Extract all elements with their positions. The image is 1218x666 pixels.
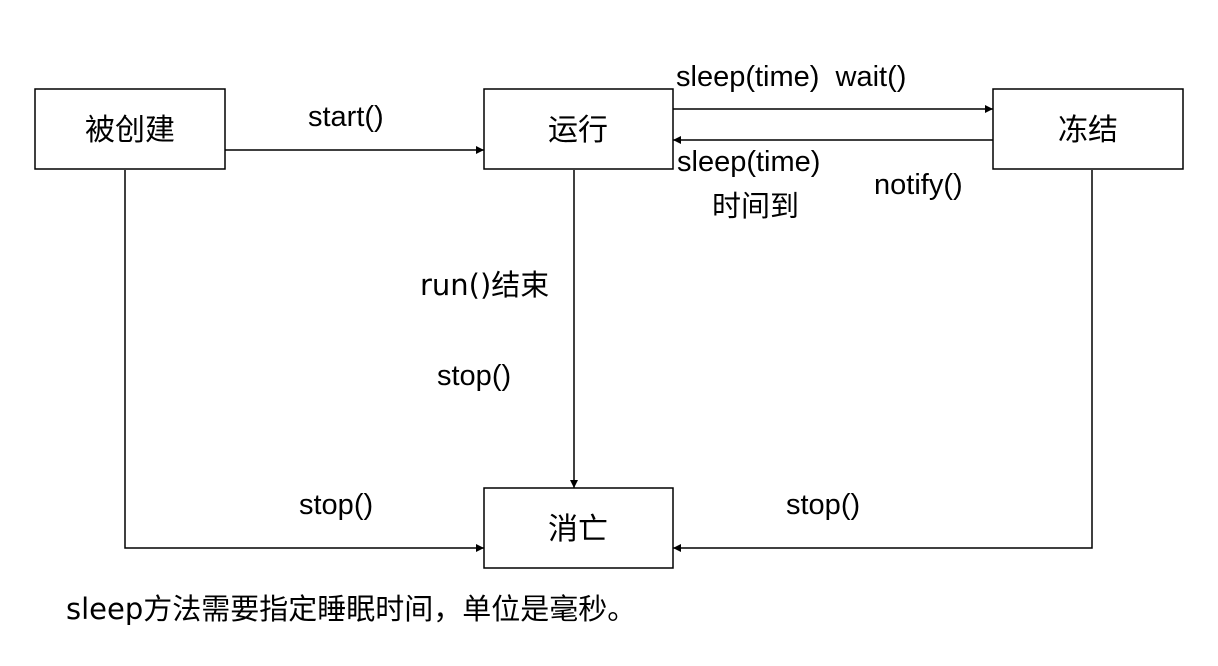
node-created-label: 被创建 [85,113,175,148]
node-frozen: 冻结 [992,88,1184,170]
label-stop-created: stop() [299,489,373,521]
label-notify: notify() [874,169,963,201]
node-created: 被创建 [34,88,226,170]
node-dead-label: 消亡 [548,512,608,547]
label-sleep-wait: sleep(time) wait() [676,61,906,93]
label-sleep-timeout: sleep(time) [677,146,820,178]
label-time-up: 时间到 [712,189,799,223]
node-dead: 消亡 [483,487,674,569]
edge-frozen-to-dead [673,170,1093,552]
node-running: 运行 [483,88,674,170]
caption: sleep方法需要指定睡眠时间，单位是毫秒。 [66,592,637,626]
node-frozen-label: 冻结 [1058,113,1118,148]
edge-created-to-dead [124,170,484,552]
label-stop-running: stop() [437,360,511,392]
label-stop-frozen: stop() [786,489,860,521]
label-run-end: run()结束 [420,268,549,302]
label-start: start() [308,101,384,133]
node-running-label: 运行 [548,113,608,148]
